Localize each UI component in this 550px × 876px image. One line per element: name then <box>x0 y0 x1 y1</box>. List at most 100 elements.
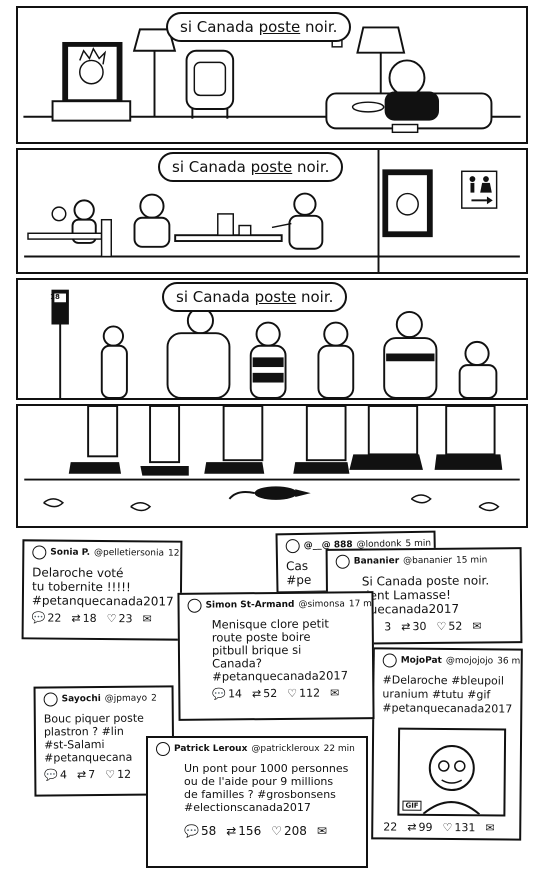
tweet-handle: @patrickleroux <box>251 744 320 754</box>
like-button[interactable]: ♡12 <box>105 767 132 781</box>
speech-bubble-panel1: si Canada poste noir. <box>166 12 352 42</box>
tweet-handle: @jpmayo <box>104 693 148 704</box>
bus-stop-illustration <box>51 289 498 398</box>
reply-button[interactable]: 22 <box>381 820 397 833</box>
like-button[interactable]: ♡208 <box>271 824 307 838</box>
like-count: 112 <box>299 686 321 700</box>
speech-text-suffix: noir. <box>292 158 330 176</box>
message-icon[interactable]: ✉ <box>485 821 495 835</box>
tweet-handle: @pelletiersonia <box>94 547 165 559</box>
message-icon[interactable]: ✉ <box>142 612 152 626</box>
avatar <box>335 554 350 569</box>
like-button[interactable]: ♡23 <box>106 612 133 626</box>
tweet-time: 15 min <box>455 555 488 566</box>
tweet-text: #Delaroche #bleupoil uranium #tutu #gif … <box>382 673 513 716</box>
comic-panel-bus-stop: 18 si Canada poste noir. <box>16 278 528 400</box>
office-illustration <box>24 150 520 272</box>
like-count: 23 <box>118 612 133 626</box>
tweet-time: 36 min <box>497 656 523 667</box>
tweet-author: Patrick Leroux <box>174 744 248 754</box>
retweet-button[interactable]: ⇄18 <box>71 611 97 625</box>
rat-icon <box>228 486 311 500</box>
reply-button[interactable]: 💬14 <box>212 687 243 701</box>
speech-text-prefix: si Canada <box>180 18 259 36</box>
tweet-time: 2 <box>151 693 157 704</box>
retweet-count: 7 <box>88 768 96 782</box>
living-room-illustration <box>23 26 521 134</box>
tweet-card-simon: Simon St-Armand @simonsa 17 min Menisque… <box>177 591 375 721</box>
reply-count: 22 <box>383 820 398 834</box>
speech-text-underlined: poste <box>258 18 301 36</box>
avatar <box>187 598 202 613</box>
retweet-count: 99 <box>418 820 433 834</box>
tweet-author: Sayochi <box>61 694 101 705</box>
tweet-author: MojoPat <box>400 655 442 666</box>
tweet-author: Bananier <box>353 556 400 567</box>
avatar <box>156 742 170 756</box>
restroom-sign-icon <box>461 170 498 209</box>
tweet-text: Un pont pour 1000 personnes ou de l'aide… <box>184 762 349 814</box>
retweet-button[interactable]: ⇄52 <box>251 686 278 701</box>
reply-count: 58 <box>200 824 217 838</box>
tweet-text: Menisque clore petit route poste boire p… <box>211 616 349 684</box>
tweet-card-mojopat: MojoPat @mojojojo 36 min #Delaroche #ble… <box>371 647 523 841</box>
message-icon[interactable]: ✉ <box>316 824 327 838</box>
tweet-text: Delaroche voté tu tobernite !!!!! #petan… <box>31 565 174 609</box>
like-count: 131 <box>454 821 476 835</box>
reply-button[interactable]: 💬58 <box>184 824 217 838</box>
bus-number-sign: 18 <box>50 293 60 301</box>
retweet-button[interactable]: ⇄7 <box>76 768 96 782</box>
tweet-time: 12 min <box>167 548 182 559</box>
retweet-button[interactable]: ⇄156 <box>226 824 262 838</box>
comic-panel-living-room: si Canada poste noir. <box>16 6 528 144</box>
tweet-author: Sonia P. <box>50 547 91 558</box>
speech-text-prefix: si Canada <box>176 288 255 306</box>
tweet-handle: @bananier <box>403 555 453 567</box>
tweet-time: 22 min <box>323 744 355 754</box>
avatar <box>43 692 58 707</box>
comic-panel-feet-rat <box>16 404 528 528</box>
reply-count: 14 <box>227 687 243 701</box>
speech-text-suffix: noir. <box>300 18 338 36</box>
reply-count: 22 <box>47 611 62 625</box>
retweet-count: 18 <box>82 611 97 625</box>
retweet-button[interactable]: ⇄30 <box>401 619 427 634</box>
retweet-count: 156 <box>238 824 262 838</box>
retweet-button[interactable]: ⇄99 <box>407 820 433 834</box>
avatar <box>285 538 300 554</box>
speech-text-prefix: si Canada <box>172 158 251 176</box>
speech-bubble-panel2: si Canada poste noir. <box>158 152 344 182</box>
avatar <box>382 653 397 668</box>
like-button[interactable]: ♡52 <box>436 619 463 633</box>
reply-count: 3 <box>384 620 392 634</box>
reply-button[interactable]: 💬22 <box>31 611 62 625</box>
comic-panel-office: si Canada poste noir. <box>16 148 528 274</box>
message-icon[interactable]: ✉ <box>330 686 340 700</box>
retweet-count: 30 <box>412 619 427 634</box>
reply-button[interactable]: 💬4 <box>44 768 68 782</box>
like-count: 52 <box>448 619 463 633</box>
speech-text-underlined: poste <box>250 158 293 176</box>
reply-button[interactable]: 3 <box>382 620 391 633</box>
speech-bubble-panel3: si Canada poste noir. <box>162 282 348 312</box>
gif-badge: GIF <box>402 800 422 811</box>
tweet-author: Simon St-Armand <box>205 599 295 611</box>
tv-icon <box>51 41 132 122</box>
like-button[interactable]: ♡131 <box>442 820 476 835</box>
avatar <box>32 545 47 560</box>
like-button[interactable]: ♡112 <box>287 686 321 700</box>
speech-text-underlined: poste <box>254 288 297 306</box>
grandma-gif-illustration <box>422 745 481 816</box>
message-icon[interactable]: ✉ <box>472 619 482 633</box>
like-count: 208 <box>283 824 307 838</box>
gif-image[interactable]: GIF <box>397 727 507 817</box>
speech-text-suffix: noir. <box>296 288 334 306</box>
reply-count: 4 <box>59 768 68 782</box>
tweet-handle: @mojojojo <box>445 655 494 667</box>
feet-rat-illustration <box>24 406 520 512</box>
like-count: 12 <box>117 767 132 781</box>
tweet-time: 17 min <box>348 599 375 610</box>
tweet-card-patrick: Patrick Leroux @patrickleroux 22 min Un … <box>146 736 368 868</box>
tweet-card-sonia: Sonia P. @pelletiersonia 12 min Delaroch… <box>21 539 183 641</box>
tweet-handle: @simonsa <box>298 599 345 610</box>
